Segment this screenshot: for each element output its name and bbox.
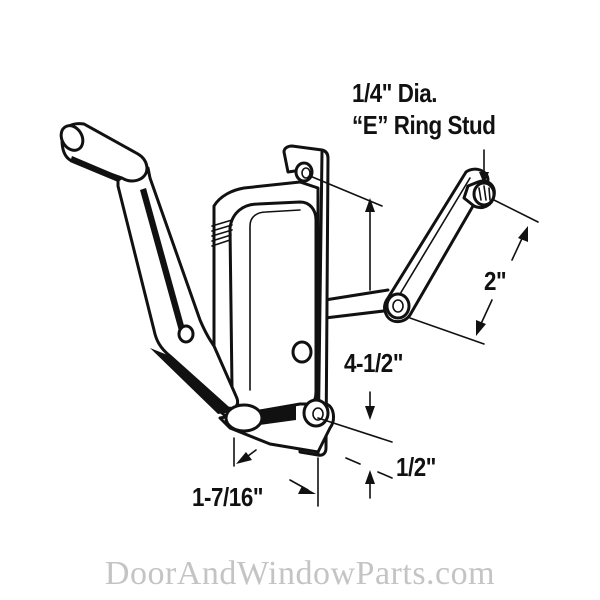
offset-dimension-label: 1/2" [396,452,436,482]
grip-ridges [211,219,233,247]
width-dimension-label: 1-7/16" [192,482,264,512]
stud-type-label: “E” Ring Stud [352,110,496,140]
watermark: DoorAndWindowParts.com [104,555,496,592]
crank-handle [59,122,264,433]
arm-length-label: 2" [484,266,507,296]
height-dimension-label: 4-1/2" [344,348,403,378]
e-ring-stud [462,179,496,210]
operator-arm [323,167,490,324]
dimension-lines [233,149,539,507]
stud-size-label: 1/4" Dia. [352,78,438,108]
